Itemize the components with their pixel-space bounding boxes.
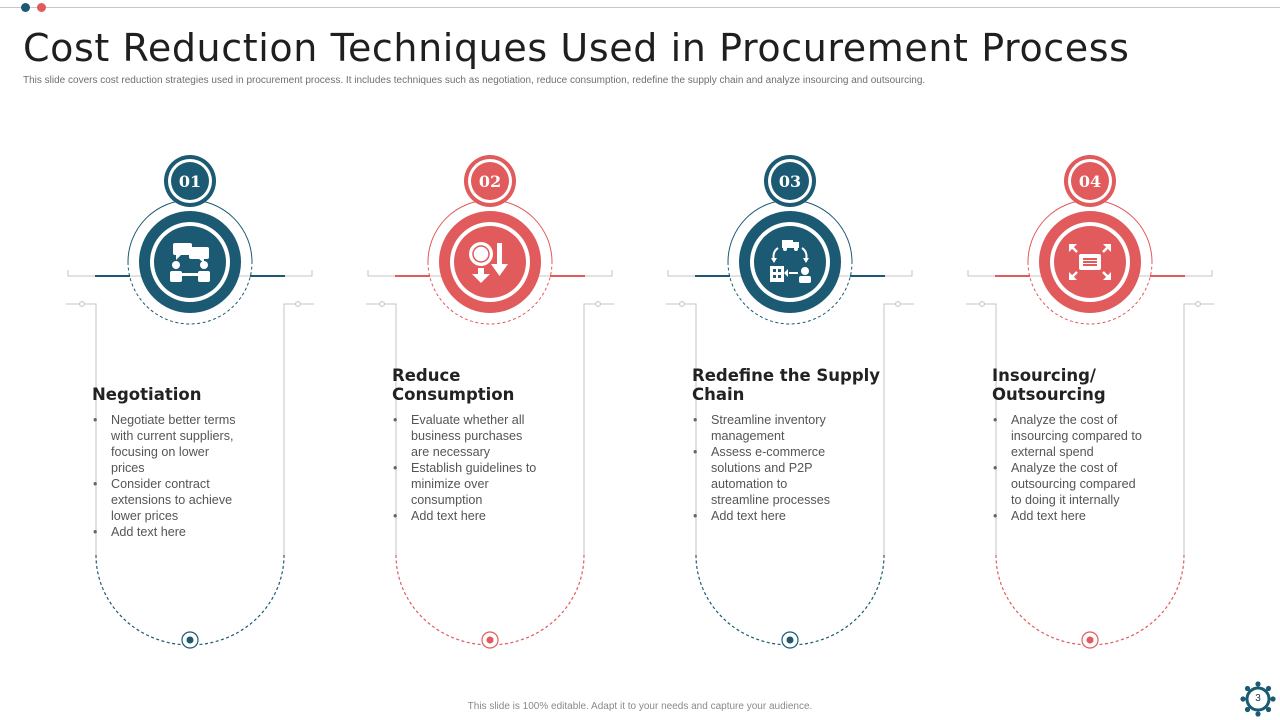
card-frame — [66, 155, 314, 649]
bullet-list: Analyze the cost of insourcing compared … — [992, 412, 1142, 524]
card-title: Insourcing/ Outsourcing — [992, 366, 1106, 404]
technique-card-reduce-consumption: 02 Reduce Consumption Evaluate whether a… — [340, 150, 640, 660]
step-number-badge: 03 — [778, 171, 802, 191]
page-number: 3 — [1255, 693, 1261, 704]
circle-dashed-arc — [427, 261, 553, 325]
rail-node — [1195, 301, 1201, 307]
technique-card-negotiation: 01 Negotiation Negotiate better terms wi… — [40, 150, 340, 660]
card-frame — [666, 155, 914, 649]
top-divider — [0, 7, 1280, 8]
rail-node — [595, 301, 601, 307]
decor-dot-teal — [21, 3, 30, 12]
list-item: Add text here — [992, 508, 1142, 524]
side-rail-right — [283, 303, 314, 555]
bullet-list: Negotiate better terms with current supp… — [92, 412, 242, 540]
badge-inner — [771, 162, 809, 200]
list-item: Add text here — [392, 508, 542, 524]
bottom-node-dot — [486, 636, 494, 644]
card-title: Negotiation — [92, 385, 202, 404]
list-item: Streamline inventory management — [692, 412, 842, 444]
rail-node — [295, 301, 301, 307]
expand-arrows-icon — [1058, 230, 1122, 294]
gear-network-icon — [1240, 681, 1276, 717]
list-item: Consider contract extensions to achieve … — [92, 476, 242, 524]
bottom-node-dot — [1086, 636, 1094, 644]
rail-node — [379, 301, 385, 307]
bullet-list: Streamline inventory management Assess e… — [692, 412, 842, 524]
step-number-badge: 04 — [1078, 171, 1102, 191]
technique-card-insourcing-outsourcing: 04 Insourcing/ Outsourcing Analyze the c… — [940, 150, 1240, 660]
list-item: Evaluate whether all business purchases … — [392, 412, 542, 460]
icon-circle-inner — [454, 226, 526, 298]
badge-inner — [171, 162, 209, 200]
negotiation-meeting-icon — [158, 230, 222, 294]
card-frame — [966, 155, 1214, 649]
rail-node — [79, 301, 85, 307]
list-item: Analyze the cost of outsourcing compared… — [992, 460, 1142, 508]
side-rail-right — [1183, 303, 1214, 555]
bottom-node-dot — [786, 636, 794, 644]
bottom-node-dot — [186, 636, 194, 644]
list-item: Establish guidelines to minimize over co… — [392, 460, 542, 508]
cost-reduction-icon — [458, 230, 522, 294]
side-rail-right — [583, 303, 614, 555]
side-rail-right — [883, 303, 914, 555]
list-item: Analyze the cost of insourcing compared … — [992, 412, 1142, 460]
page-subtitle: This slide covers cost reduction strateg… — [23, 75, 926, 86]
technique-card-redefine-supply-chain: 03 Redefine the Supply Chain Streamline … — [640, 150, 940, 660]
circle-dashed-arc — [127, 261, 253, 325]
circle-dashed-arc — [1027, 261, 1153, 325]
step-number-badge: 01 — [178, 171, 202, 191]
card-title: Redefine the Supply Chain — [692, 366, 881, 404]
list-item: Add text here — [692, 508, 842, 524]
page-title: Cost Reduction Techniques Used in Procur… — [23, 26, 1130, 70]
card-frame — [366, 155, 614, 649]
list-item: Add text here — [92, 524, 242, 540]
decor-dot-red — [37, 3, 46, 12]
list-item: Negotiate better terms with current supp… — [92, 412, 242, 476]
rail-node — [895, 301, 901, 307]
badge-inner — [471, 162, 509, 200]
supply-chain-icon — [758, 230, 822, 294]
bullet-list: Evaluate whether all business purchases … — [392, 412, 542, 524]
card-title: Reduce Consumption — [392, 366, 515, 404]
step-number-badge: 02 — [478, 171, 502, 191]
footer-note: This slide is 100% editable. Adapt it to… — [467, 701, 813, 712]
list-item: Assess e-commerce solutions and P2P auto… — [692, 444, 842, 508]
rail-node — [979, 301, 985, 307]
rail-node — [679, 301, 685, 307]
badge-inner — [1071, 162, 1109, 200]
circle-dashed-arc — [727, 261, 853, 325]
